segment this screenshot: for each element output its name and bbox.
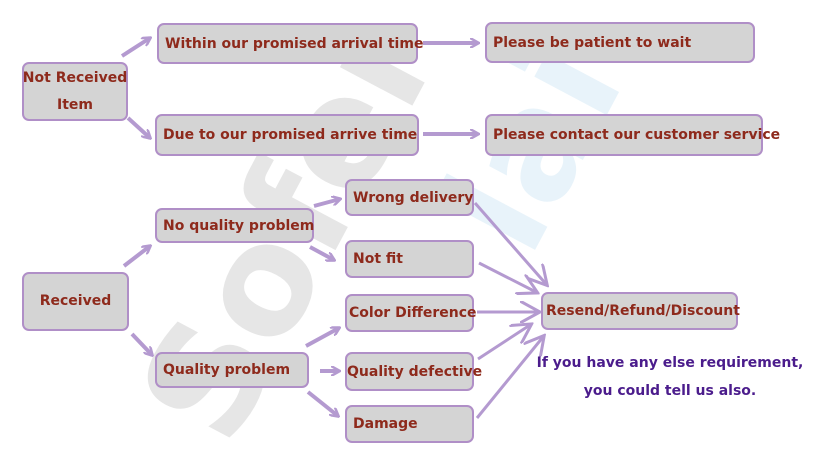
node-label: Damage xyxy=(353,416,418,432)
node-label: Within our promised arrival time xyxy=(165,35,424,52)
node-label: Wrong delivery xyxy=(353,189,474,206)
node-damage: Damage xyxy=(345,405,474,443)
arrow-received-quality xyxy=(130,332,152,355)
node-resend-refund-discount: Resend/Refund/Discount xyxy=(541,292,740,330)
node-color-difference: Color Difference xyxy=(345,294,477,332)
arrow-damage-resend xyxy=(475,337,543,419)
node-label: Color Difference xyxy=(349,305,477,321)
node-label: Resend/Refund/Discount xyxy=(546,303,740,319)
node-no-quality-problem: No quality problem xyxy=(155,208,314,243)
arrow-quality-color xyxy=(305,328,339,348)
node-label: Not fit xyxy=(353,251,403,267)
note-line-2: you could tell us also. xyxy=(583,383,757,399)
node-within-time: Within our promised arrival time xyxy=(157,23,423,64)
node-label: Please contact our customer service xyxy=(493,127,781,143)
node-quality-defective: Quality defective xyxy=(345,352,482,391)
node-contact: Please contact our customer service xyxy=(485,114,780,156)
arrow-notfit-resend xyxy=(478,261,536,292)
arrow-noquality-notfit xyxy=(309,245,334,260)
node-wrong-delivery: Wrong delivery xyxy=(345,179,474,216)
arrow-received-noquality xyxy=(122,246,150,268)
node-label: Due to our promised arrive time xyxy=(163,127,418,143)
node-label: Not Received xyxy=(22,69,128,86)
node-due-time: Due to our promised arrive time xyxy=(155,114,419,156)
node-not-fit: Not fit xyxy=(345,240,474,278)
arrow-defective-resend xyxy=(477,325,530,361)
node-label: No quality problem xyxy=(163,217,315,234)
node-quality-problem: Quality problem xyxy=(155,352,309,388)
node-label: Item xyxy=(57,96,93,113)
arrow-quality-damage xyxy=(306,390,338,416)
node-label: Quality defective xyxy=(347,363,483,380)
arrow-notreceived-due xyxy=(126,116,150,138)
arrow-wrong-resend xyxy=(473,202,546,284)
node-not-received-item: Not Received Item xyxy=(22,62,128,121)
node-patient: Please be patient to wait xyxy=(485,22,755,63)
node-label: Received xyxy=(39,293,112,309)
node-label: Quality problem xyxy=(163,362,291,378)
note-line-1: If you have any else requirement, xyxy=(536,355,804,371)
arrow-notreceived-within xyxy=(120,38,150,58)
node-label: Please be patient to wait xyxy=(493,34,692,51)
node-received: Received xyxy=(22,272,129,331)
arrow-noquality-wrong xyxy=(313,199,340,208)
